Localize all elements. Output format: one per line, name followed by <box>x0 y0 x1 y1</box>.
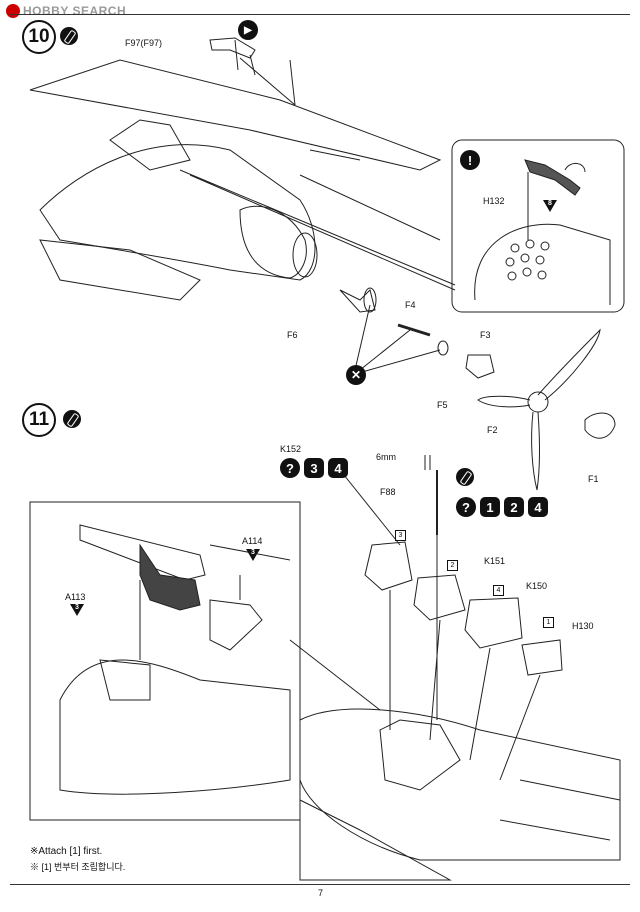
part-label-f3: F3 <box>480 330 491 340</box>
glue-icon <box>60 27 78 45</box>
part-label-f2: F2 <box>487 425 498 435</box>
order-box-1: 1 <box>543 617 554 628</box>
step11-detail-box <box>29 501 301 821</box>
warning-icon: ! <box>460 150 480 170</box>
part-label-k151: K151 <box>484 556 506 566</box>
quantity-badge-a114: 3 <box>246 549 260 561</box>
glue-icon <box>63 410 81 428</box>
part-label-h132: H132 <box>483 196 505 206</box>
part-label-a113: A113 <box>65 592 86 602</box>
part-label-f1: F1 <box>588 474 599 484</box>
option-badge-2: 2 <box>504 497 524 517</box>
option-question-icon: ? <box>456 497 476 517</box>
order-box-3: 3 <box>395 530 406 541</box>
direction-arrow-icon: ▶ <box>238 20 258 40</box>
part-label-f88: F88 <box>380 487 396 497</box>
step-11-number: 11 <box>22 403 56 437</box>
option-badge-4: 4 <box>528 497 548 517</box>
part-label-k150: K150 <box>526 581 548 591</box>
quantity-badge-h132: 8 <box>543 200 557 212</box>
part-label-h130: H130 <box>572 621 594 631</box>
canopy-part-k152 <box>364 541 413 591</box>
option-badge-1: 1 <box>480 497 500 517</box>
option-question-icon: ? <box>280 458 300 478</box>
cowl-step10 <box>239 205 307 279</box>
option-badge-3: 3 <box>304 458 324 478</box>
size-label: 6mm <box>376 452 396 462</box>
bottom-rule <box>10 884 630 885</box>
order-box-2: 2 <box>447 560 458 571</box>
glue-icon <box>456 468 474 486</box>
step-10-number: 10 <box>22 20 56 54</box>
part-label-f97: F97(F97) <box>125 38 163 48</box>
quantity-badge-a113: 3 <box>70 604 84 616</box>
canopy-step10 <box>109 119 191 171</box>
page-frame <box>10 14 630 885</box>
fuselage-step10 <box>39 144 316 281</box>
part-label-f5: F5 <box>437 400 448 410</box>
order-box-4: 4 <box>493 585 504 596</box>
detail-callout-box <box>451 139 625 313</box>
wing-lower-step10 <box>39 239 201 301</box>
canopy-part-k151 <box>413 574 466 621</box>
wing-upper-step10 <box>29 59 442 171</box>
fuselage-step11 <box>299 708 621 861</box>
part-label-f4: F4 <box>405 300 416 310</box>
page-number: 7 <box>318 888 324 898</box>
part-label-a114: A114 <box>242 536 263 546</box>
note-english: ※Attach [1] first. <box>30 846 103 857</box>
option-badge-4: 4 <box>328 458 348 478</box>
canopy-part-k150 <box>464 597 523 649</box>
note-korean: ※ [1] 번부터 조립합니다. <box>30 862 126 872</box>
no-glue-icon: ✕ <box>346 365 366 385</box>
part-label-f6: F6 <box>287 330 298 340</box>
part-label-k152: K152 <box>280 444 302 454</box>
canopy-part-h130 <box>521 639 563 676</box>
